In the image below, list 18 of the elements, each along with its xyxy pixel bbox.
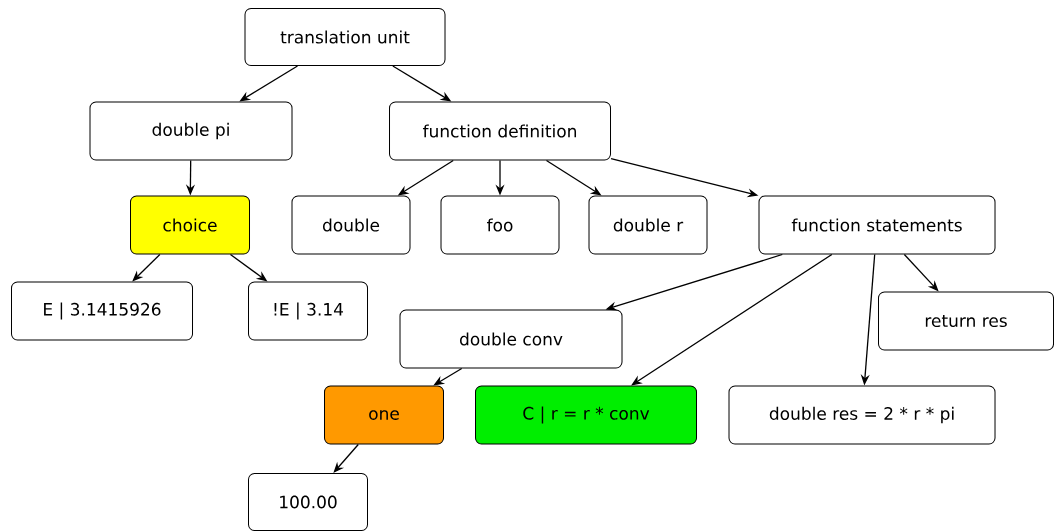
tree-node-box: double r bbox=[588, 195, 708, 255]
tree-node-box: foo bbox=[440, 195, 560, 255]
arrow bbox=[631, 253, 833, 386]
tree-node-box: translation unit bbox=[244, 8, 446, 66]
tree-node-box: function definition bbox=[389, 101, 611, 161]
tree-node-box: double res = 2 * r * pi bbox=[728, 385, 996, 445]
tree-node-box: C | r = r * conv bbox=[475, 385, 697, 445]
tree-node-box: double pi bbox=[89, 101, 293, 161]
tree-node-box: !E | 3.14 bbox=[248, 281, 368, 341]
tree-node-box: one bbox=[324, 385, 444, 445]
tree-node-box: E | 3.1415926 bbox=[11, 281, 193, 341]
tree-node-box: choice bbox=[130, 195, 250, 255]
tree-node-box: function statements bbox=[758, 195, 996, 255]
tree-node-box: double conv bbox=[399, 309, 623, 369]
tree-node-box: return res bbox=[878, 291, 1054, 351]
arrow bbox=[333, 443, 359, 473]
tree-node-box: 100.00 bbox=[248, 473, 368, 531]
tree-node-box: double bbox=[291, 195, 411, 255]
